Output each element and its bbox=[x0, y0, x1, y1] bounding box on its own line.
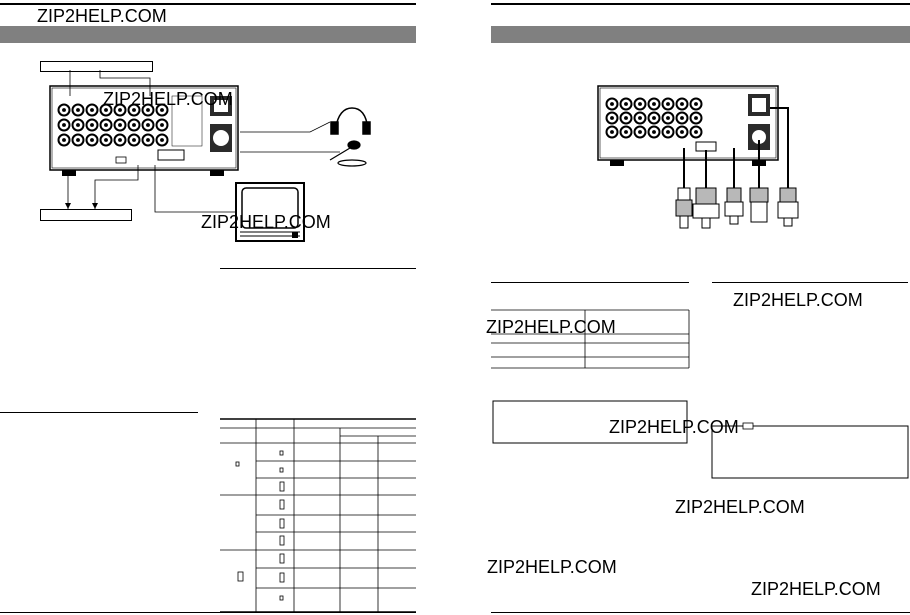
right-page-top-rule bbox=[491, 3, 910, 5]
left-page-top-rule bbox=[0, 3, 416, 5]
connector-jack-center bbox=[694, 116, 698, 120]
connector-jack-center bbox=[694, 102, 698, 106]
connector-jack-center bbox=[638, 102, 642, 106]
connector-jack-center bbox=[666, 130, 670, 134]
bottom-label-box bbox=[40, 209, 132, 221]
watermark-6: ZIP2HELP.COM bbox=[609, 417, 739, 437]
left-jack-grid bbox=[57, 103, 169, 147]
connector-jack-center bbox=[610, 116, 614, 120]
connector-jack-center bbox=[90, 138, 94, 142]
connector-jack-center bbox=[652, 102, 656, 106]
connector-jack-center bbox=[90, 108, 94, 112]
connector-jack-center bbox=[104, 138, 108, 142]
connector-jack-center bbox=[652, 116, 656, 120]
right-ac-sockets bbox=[748, 94, 770, 150]
note-tab-icon bbox=[742, 422, 754, 430]
right-rule-a bbox=[491, 282, 689, 283]
right-jack-grid bbox=[605, 97, 703, 139]
right-note-box-left bbox=[492, 400, 688, 444]
connector-jack-center bbox=[132, 138, 136, 142]
watermark-9: ZIP2HELP.COM bbox=[751, 579, 881, 599]
connector-jack-center bbox=[76, 123, 80, 127]
left-remote-connector bbox=[157, 149, 185, 161]
watermark-7: ZIP2HELP.COM bbox=[675, 497, 805, 517]
connector-jack-center bbox=[624, 116, 628, 120]
watermark-4: ZIP2HELP.COM bbox=[733, 290, 863, 310]
monitor-icon bbox=[235, 182, 305, 242]
round-plug-icon bbox=[724, 187, 744, 225]
connector-jack-center bbox=[160, 138, 164, 142]
microphone-icon bbox=[329, 140, 367, 167]
connector-jack-center bbox=[666, 116, 670, 120]
connector-jack-center bbox=[638, 130, 642, 134]
connector-jack-center bbox=[62, 123, 66, 127]
left-spec-table bbox=[220, 418, 416, 613]
left-vent-area bbox=[171, 95, 203, 147]
connector-jack-center bbox=[62, 138, 66, 142]
connector-jack-center bbox=[118, 138, 122, 142]
connector-jack-center bbox=[146, 108, 150, 112]
watermark-8: ZIP2HELP.COM bbox=[487, 557, 617, 577]
left-rule-mid bbox=[220, 268, 416, 269]
left-rule-lower bbox=[0, 412, 198, 413]
watermark-5: ZIP2HELP.COM bbox=[486, 317, 616, 337]
right-section-header-band bbox=[491, 26, 910, 43]
connector-jack-center bbox=[680, 102, 684, 106]
connector-jack-center bbox=[76, 108, 80, 112]
connector-jack-center bbox=[90, 123, 94, 127]
right-rule-b bbox=[712, 282, 908, 283]
connector-jack-center bbox=[132, 123, 136, 127]
bnc-plug-icon bbox=[675, 187, 693, 229]
connector-jack-center bbox=[610, 130, 614, 134]
left-section-header-band bbox=[0, 26, 416, 43]
connector-jack-center bbox=[118, 123, 122, 127]
connector-jack-center bbox=[694, 130, 698, 134]
connector-jack-center bbox=[638, 116, 642, 120]
connector-jack-center bbox=[680, 130, 684, 134]
connector-jack-center bbox=[610, 102, 614, 106]
connector-jack-center bbox=[104, 123, 108, 127]
connector-jack-center bbox=[132, 108, 136, 112]
connector-jack-center bbox=[118, 108, 122, 112]
connector-jack-center bbox=[104, 108, 108, 112]
d-sub-plug-icon bbox=[692, 187, 720, 229]
connector-jack-center bbox=[652, 130, 656, 134]
headphones-icon bbox=[330, 107, 371, 135]
power-plug-icon bbox=[749, 187, 769, 223]
connector-jack-center bbox=[624, 130, 628, 134]
left-cable-lines bbox=[67, 70, 340, 213]
connector-jack-center bbox=[76, 138, 80, 142]
connector-jack-center bbox=[160, 123, 164, 127]
left-bottom-rule bbox=[0, 612, 416, 613]
connector-jack-center bbox=[62, 108, 66, 112]
ac-plug-icon bbox=[777, 187, 799, 227]
connector-jack-center bbox=[160, 108, 164, 112]
right-cable-lines bbox=[683, 107, 789, 188]
left-ac-sockets bbox=[210, 96, 232, 152]
left-table-switch-icons bbox=[235, 450, 285, 601]
watermark-1: ZIP2HELP.COM bbox=[37, 6, 167, 26]
watermark-2: ZIP2HELP.COM bbox=[103, 89, 233, 109]
connector-jack-center bbox=[146, 123, 150, 127]
connector-jack-center bbox=[666, 102, 670, 106]
right-note-box-right bbox=[711, 425, 909, 479]
right-bottom-rule bbox=[491, 612, 910, 613]
connector-jack-center bbox=[146, 138, 150, 142]
top-label-box bbox=[40, 61, 153, 72]
connector-jack-center bbox=[624, 102, 628, 106]
connector-jack-center bbox=[680, 116, 684, 120]
right-spec-table bbox=[491, 309, 690, 369]
watermark-3: ZIP2HELP.COM bbox=[201, 212, 331, 232]
